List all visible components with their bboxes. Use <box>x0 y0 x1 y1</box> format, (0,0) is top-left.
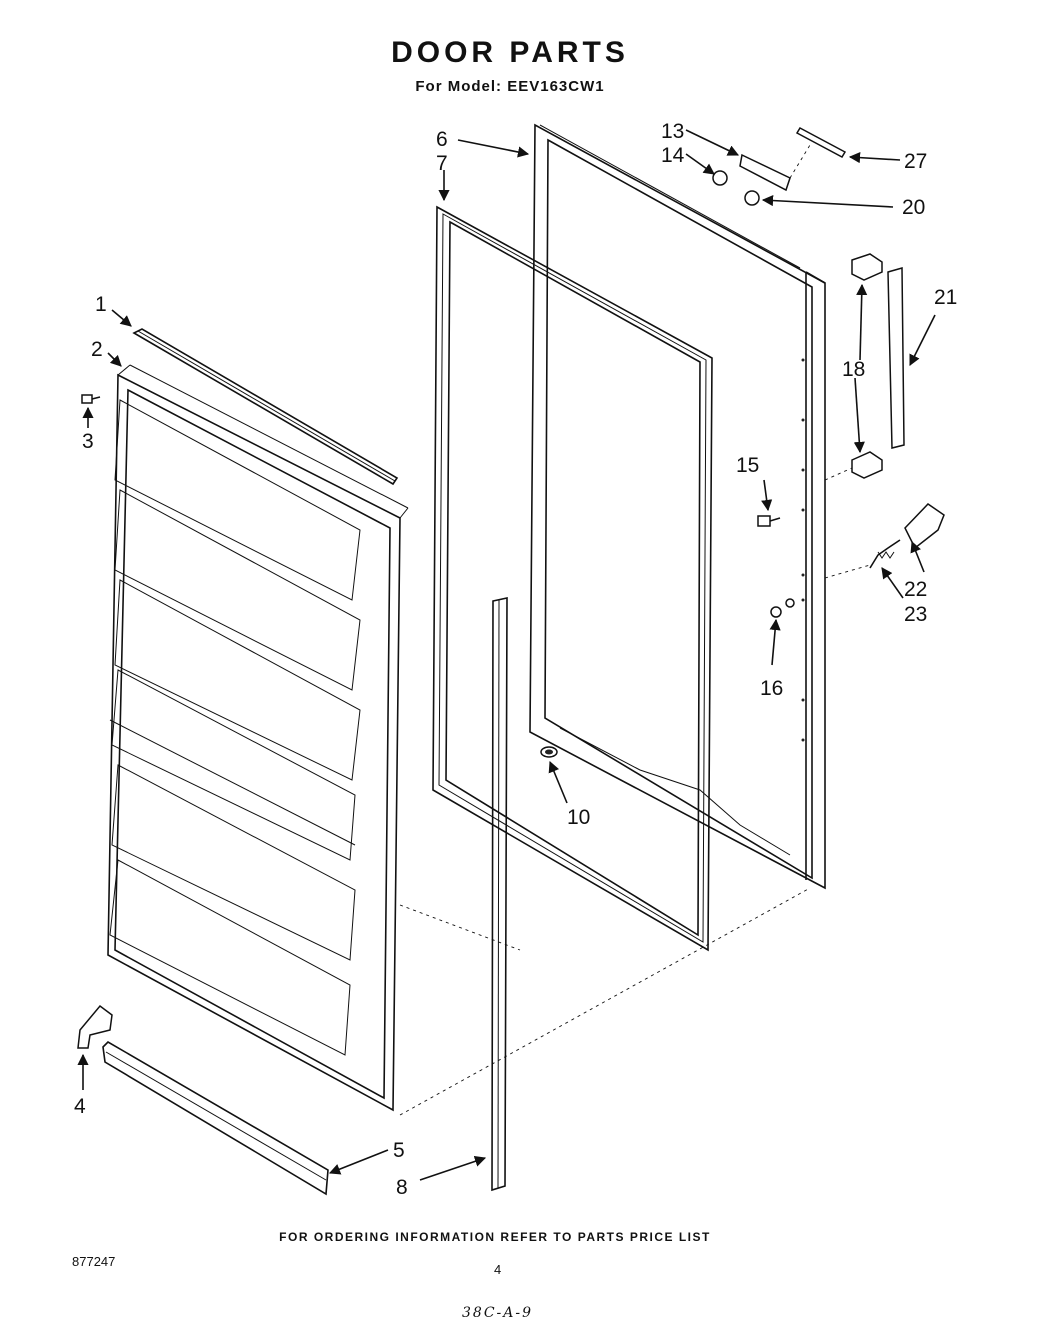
callout-3: 3 <box>82 430 94 453</box>
callout-22: 22 <box>904 578 927 601</box>
callout-13: 13 <box>661 120 684 143</box>
side-hinge-cover <box>887 267 905 449</box>
bottom-hinge-bracket <box>77 1004 113 1049</box>
callout-labels: 1 2 3 4 5 6 7 8 10 13 14 15 16 18 20 21 … <box>74 120 957 1199</box>
callout-4: 4 <box>74 1095 86 1118</box>
outer-door-panel <box>529 123 826 890</box>
callout-15: 15 <box>736 454 759 477</box>
page-number: 4 <box>494 1262 502 1277</box>
callout-14: 14 <box>661 144 685 167</box>
door-gasket <box>432 205 713 952</box>
model-subtitle: For Model: EEV163CW1 <box>415 78 605 95</box>
assembly-lines <box>399 144 871 1116</box>
callout-23: 23 <box>904 603 927 626</box>
callout-20: 20 <box>902 196 925 219</box>
ordering-note: FOR ORDERING INFORMATION REFER TO PARTS … <box>279 1230 711 1244</box>
callout-16: 16 <box>760 677 783 700</box>
callout-7: 7 <box>436 152 448 175</box>
top-hinge-hardware <box>712 127 847 206</box>
hinge-blocks <box>851 253 883 479</box>
callout-1: 1 <box>95 293 107 316</box>
callout-18: 18 <box>842 358 865 381</box>
document-number: 877247 <box>72 1254 116 1269</box>
callout-10: 10 <box>567 806 590 829</box>
leader-lines <box>77 129 936 1181</box>
top-trim-strip <box>132 328 399 486</box>
callout-2: 2 <box>91 338 103 361</box>
page-title: DOOR PARTS <box>391 36 629 69</box>
gasket-strip <box>491 597 508 1192</box>
callout-21: 21 <box>934 286 957 309</box>
latch-assembly <box>869 503 945 569</box>
door-bumper <box>540 746 558 758</box>
callout-6: 6 <box>436 128 448 151</box>
handwritten-note: 38C-A-9 <box>462 1305 534 1321</box>
callout-8: 8 <box>396 1176 408 1199</box>
bottom-trim-strip <box>102 1040 329 1196</box>
inner-door-liner <box>107 364 409 1112</box>
door-screw <box>757 515 781 527</box>
hole-plugs <box>770 598 795 618</box>
callout-27: 27 <box>904 150 927 173</box>
screw <box>81 394 101 404</box>
callout-5: 5 <box>393 1139 405 1162</box>
